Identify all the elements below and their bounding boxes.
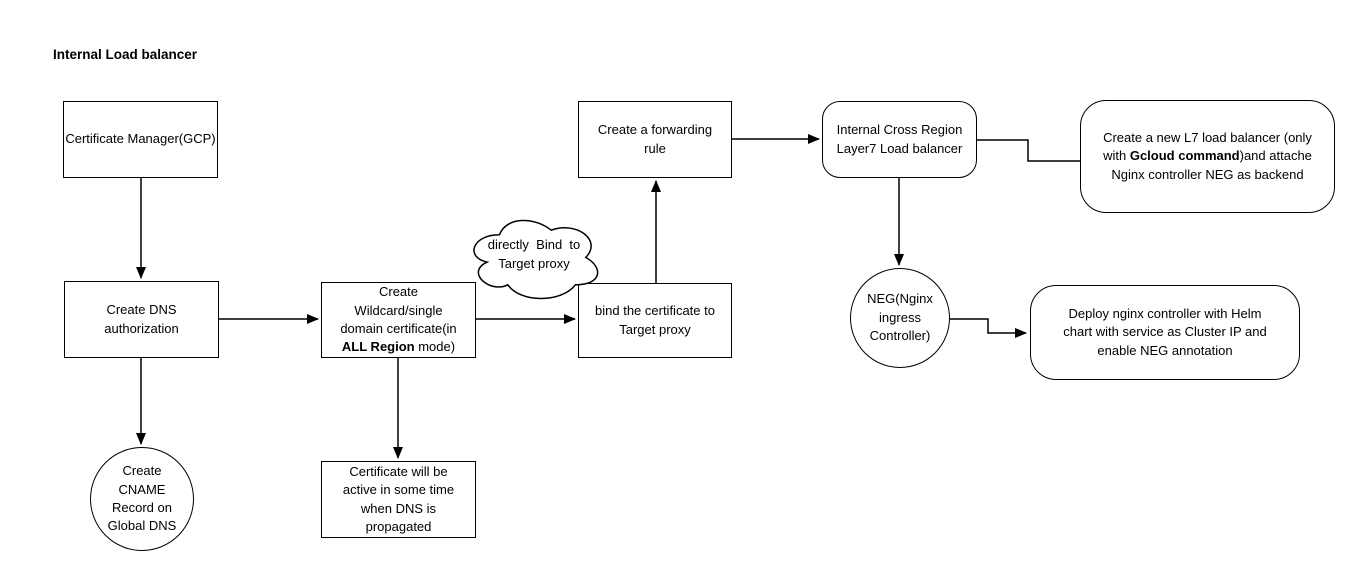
cloud-annotation-line1: directly Bind to: [487, 237, 581, 252]
node-internal-cross-region-lb-label: Internal Cross Region Layer7 Load balanc…: [836, 122, 963, 156]
cloud-outline: [473, 219, 599, 300]
node-certificate-active-note-label: Certificate will be active in some time …: [342, 463, 455, 534]
node-deploy-nginx-controller-label: Deploy nginx controller with Helm chart …: [1063, 305, 1267, 358]
node-create-wildcard-certificate: Create Wildcard/single domain certificat…: [321, 282, 476, 358]
cloud-annotation: directly Bind to Target proxy: [468, 236, 600, 274]
diagram-title: Internal Load balancer: [53, 47, 198, 62]
edge-neg-to-deploy: [950, 318, 1027, 338]
node-neg-nginx-ingress: NEG(Nginx ingress Controller): [850, 268, 950, 368]
node-certificate-active-note: Certificate will be active in some time …: [321, 461, 476, 538]
node-create-dns-authorization-label: Create DNS authorization: [104, 302, 179, 336]
node-certificate-manager: Certificate Manager(GCP): [63, 101, 218, 178]
node-internal-cross-region-lb: Internal Cross Region Layer7 Load balanc…: [822, 101, 977, 178]
node-create-cname-record-label: Create CNAME Record on Global DNS: [107, 463, 177, 534]
node-deploy-nginx-controller: Deploy nginx controller with Helm chart …: [1030, 285, 1300, 380]
node-create-l7-load-balancer-label: Create a new L7 load balancer (only with…: [1103, 129, 1312, 182]
node-bind-certificate-label: bind the certificate to Target proxy: [595, 303, 715, 337]
node-create-forwarding-rule: Create a forwarding rule: [578, 101, 732, 178]
cloud-shape: [473, 219, 599, 300]
node-create-dns-authorization: Create DNS authorization: [64, 281, 219, 358]
node-neg-nginx-ingress-label: NEG(Nginx ingress Controller): [867, 291, 933, 344]
cloud-annotation-line2: Target proxy: [498, 255, 570, 271]
node-create-forwarding-rule-label: Create a forwarding rule: [597, 122, 713, 156]
edge-internallb-to-l7lb: [977, 139, 1080, 162]
node-create-wildcard-certificate-label: Create Wildcard/single domain certificat…: [340, 284, 457, 355]
node-create-cname-record: Create CNAME Record on Global DNS: [90, 447, 194, 551]
node-bind-certificate: bind the certificate to Target proxy: [578, 283, 732, 358]
node-certificate-manager-label: Certificate Manager(GCP): [65, 131, 216, 147]
node-create-l7-load-balancer: Create a new L7 load balancer (only with…: [1080, 100, 1335, 213]
